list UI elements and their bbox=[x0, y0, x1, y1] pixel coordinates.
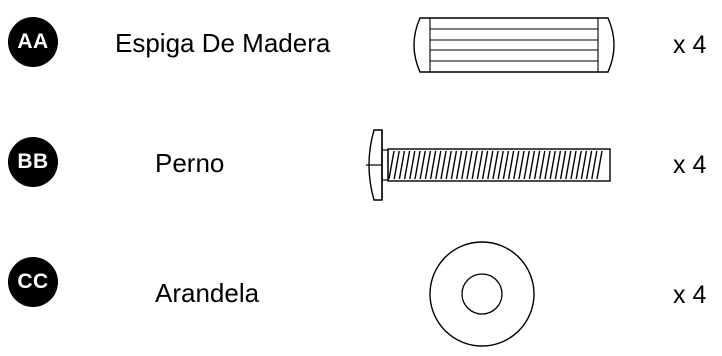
part-quantity-washer: x 4 bbox=[673, 281, 707, 309]
bolt-icon bbox=[366, 129, 611, 201]
part-badge-cc: CC bbox=[8, 257, 58, 307]
part-quantity-dowel: x 4 bbox=[673, 31, 707, 59]
wooden-dowel-icon bbox=[413, 17, 615, 73]
part-name-dowel: Espiga De Madera bbox=[115, 28, 331, 58]
thread-lines bbox=[388, 150, 603, 180]
part-name-bolt: Perno bbox=[155, 148, 225, 178]
part-quantity-bolt: x 4 bbox=[673, 151, 707, 179]
part-name-washer: Arandela bbox=[155, 278, 260, 308]
washer-icon bbox=[429, 241, 535, 347]
part-badge-bb: BB bbox=[8, 137, 58, 187]
part-badge-aa: AA bbox=[8, 17, 58, 67]
